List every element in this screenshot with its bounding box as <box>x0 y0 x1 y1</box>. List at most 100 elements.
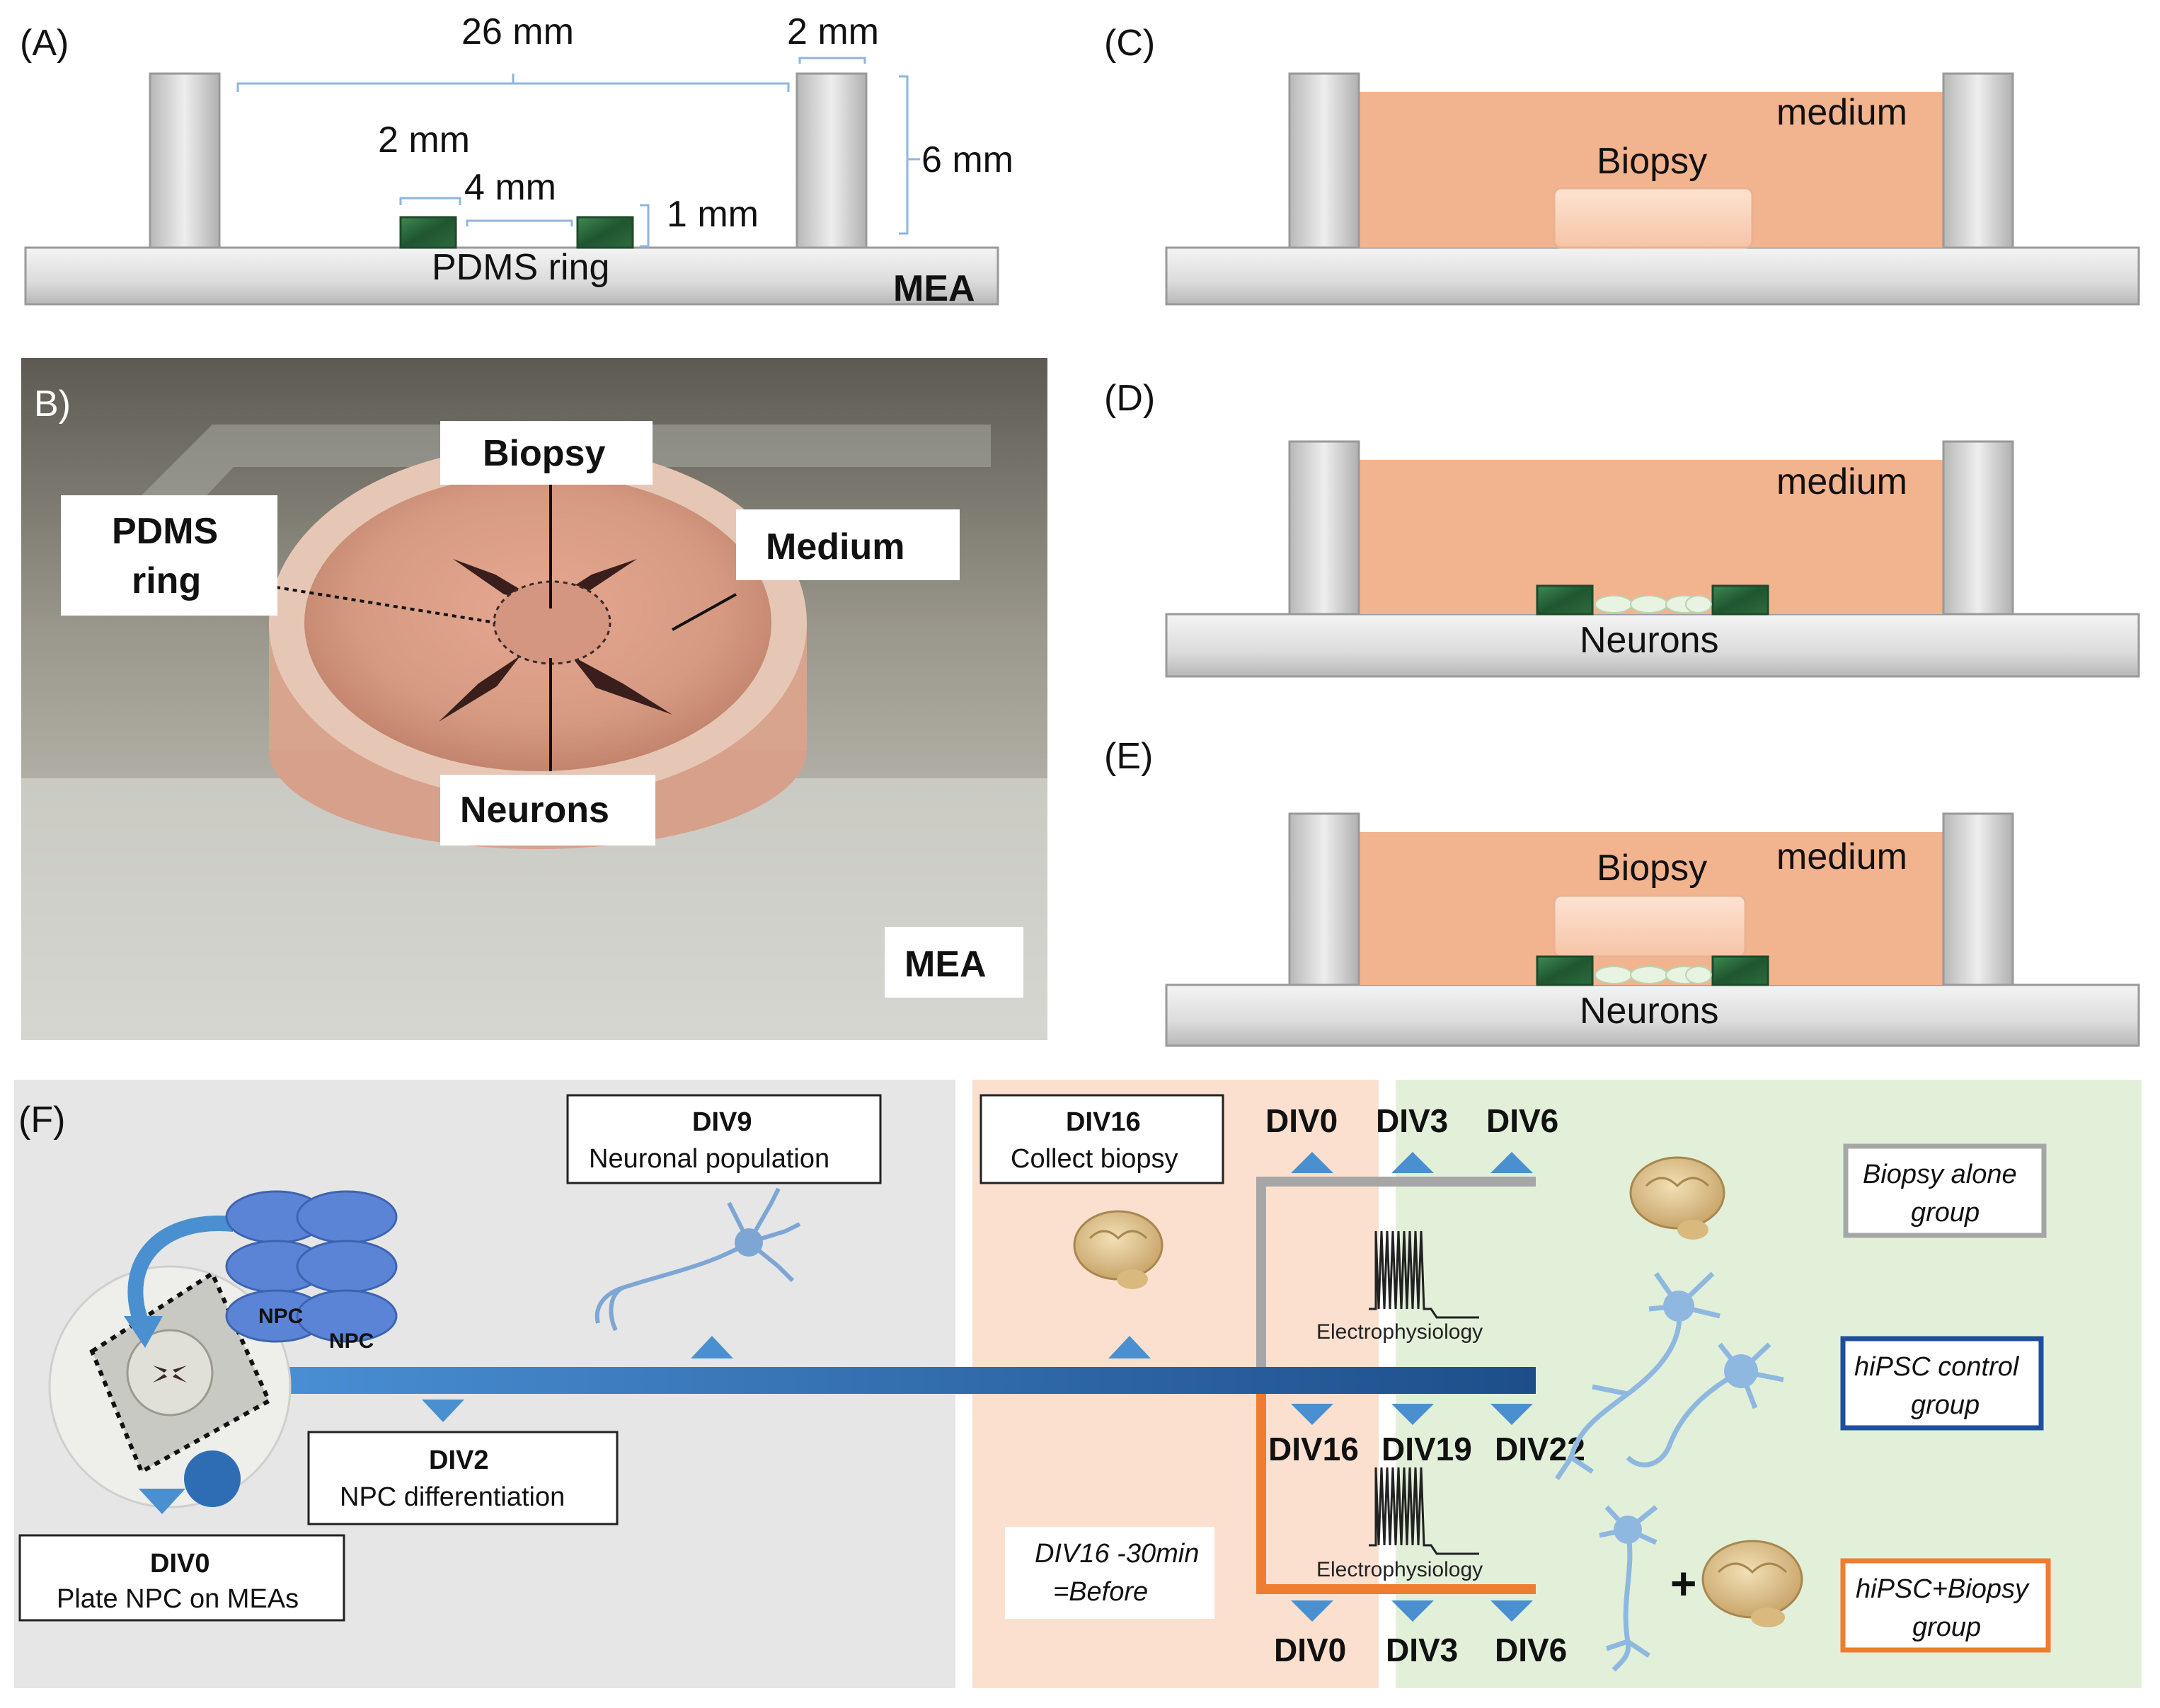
div9-title: DIV9 <box>692 1107 752 1137</box>
group-control-line2: group <box>1911 1390 1980 1420</box>
div2-box <box>307 1431 619 1525</box>
div2-title: DIV2 <box>429 1446 488 1475</box>
dimension-lines <box>236 57 920 248</box>
medium-label-e: medium <box>1776 836 1907 877</box>
npc-label-2: NPC <box>329 1329 374 1353</box>
biopsy-alone-branch <box>1256 1177 1536 1367</box>
panel-f-label: (F) <box>18 1100 65 1141</box>
dim-ring-wall: 2 mm <box>378 120 470 161</box>
biopsy-callout: Biopsy <box>483 433 605 474</box>
pdms-ring-right-e <box>1711 955 1769 986</box>
panel-d-label: (D) <box>1104 378 1155 419</box>
ephys-trace-bottom <box>1369 1467 1479 1555</box>
panel-c: (C) Biopsy medium <box>1104 23 2140 306</box>
div2-marker <box>422 1400 464 1422</box>
combined-branch <box>1256 1394 1536 1594</box>
bottom-day-2: DIV6 <box>1495 1632 1567 1668</box>
div16-text: Collect biopsy <box>1011 1144 1178 1174</box>
medium-label-c: medium <box>1776 92 1907 133</box>
right-wall <box>795 72 868 249</box>
dim-ring-gap: 4 mm <box>464 167 556 208</box>
neurons-label-e: Neurons <box>1580 991 1719 1032</box>
div16-box <box>980 1094 1224 1184</box>
div9-box <box>566 1094 882 1184</box>
medium-d <box>1359 460 1943 614</box>
mea-photo-label: MEA <box>904 944 987 985</box>
callout-lines <box>275 481 737 771</box>
ephys-label-top: Electrophysiology <box>1316 1320 1483 1344</box>
npc-cells <box>225 1190 398 1343</box>
neurons-label-d: Neurons <box>1580 620 1719 661</box>
biopsy-e <box>1553 894 1747 958</box>
div9-marker <box>691 1336 733 1358</box>
mid-day-0: DIV16 <box>1268 1431 1359 1467</box>
panel-f: (F) NPC NPC DIV0 Pl <box>14 1080 2142 1688</box>
biopsy-callout-box <box>440 421 653 485</box>
panel-a-label: (A) <box>20 23 69 64</box>
right-wall-e <box>1942 812 2014 986</box>
group-combined-line2: group <box>1912 1612 1981 1642</box>
top-day-0: DIV0 <box>1265 1102 1338 1139</box>
panel-d: (D) Neurons medium <box>1104 378 2140 678</box>
top-markers <box>1291 1152 1533 1173</box>
mea-base <box>24 246 999 306</box>
group-biopsy-alone-line2: group <box>1911 1198 1980 1228</box>
neurons-callout-box <box>440 775 655 846</box>
neurons-callout: Neurons <box>460 790 609 831</box>
div0-box <box>18 1534 345 1622</box>
ephys-label-bottom: Electrophysiology <box>1316 1558 1483 1581</box>
neuron-icon-control <box>1555 1271 1784 1480</box>
brain-icon-combined <box>1701 1540 1803 1627</box>
div9-text: Neuronal population <box>589 1144 829 1174</box>
npc-label-1: NPC <box>258 1305 303 1328</box>
div16-marker <box>1108 1336 1151 1358</box>
biopsy-label-e: Biopsy <box>1597 848 1707 889</box>
mea-callout-box <box>885 927 1023 998</box>
medium-label-d: medium <box>1776 461 1907 502</box>
neuron-icon-combined <box>1599 1505 1658 1672</box>
mid-markers <box>1291 1404 1533 1425</box>
mea-label: MEA <box>893 268 975 309</box>
bottom-markers <box>1291 1600 1533 1622</box>
pdms-ring-label: PDMS ring <box>432 247 609 288</box>
group-biopsy-alone-box <box>1843 1143 2047 1238</box>
mea-base-c <box>1165 246 2140 306</box>
pdms-ring-right-d <box>1711 584 1769 616</box>
group-combined-line1: hiPSC+Biopsy <box>1856 1574 2030 1604</box>
left-wall-e <box>1288 812 1360 986</box>
panel-e: (E) Biopsy medium Neurons <box>1104 736 2140 1047</box>
biopsy-label-c: Biopsy <box>1597 141 1707 182</box>
pdms-ring-left <box>399 216 457 249</box>
pdms-ring-left-e <box>1536 955 1594 986</box>
dim-wall: 2 mm <box>787 11 879 52</box>
neuron-cells-d <box>1595 595 1712 613</box>
pdms-callout-line2: ring <box>132 560 201 601</box>
left-wall <box>149 72 221 249</box>
ephys-trace-top <box>1369 1230 1479 1319</box>
before-line2: =Before <box>1053 1577 1148 1607</box>
group-combined-box <box>1840 1558 2051 1653</box>
div0-marker <box>139 1489 185 1514</box>
pdms-ring-right <box>576 216 634 249</box>
medium-callout: Medium <box>766 526 904 567</box>
panel-c-label: (C) <box>1104 23 1155 64</box>
dim-height: 6 mm <box>921 139 1013 180</box>
div16-title: DIV16 <box>1066 1107 1141 1137</box>
div0-text: Plate NPC on MEAs <box>57 1584 299 1614</box>
pdms-callout-box <box>61 495 277 616</box>
panel-e-label: (E) <box>1104 736 1153 777</box>
before-line1: DIV16 -30min <box>1035 1539 1199 1569</box>
left-wall-c <box>1288 72 1360 249</box>
brain-icon-biopsy-alone <box>1629 1156 1725 1240</box>
medium-callout-box <box>736 509 960 580</box>
top-day-2: DIV6 <box>1486 1102 1558 1139</box>
main-timeline <box>269 1367 1536 1394</box>
plate-arrow <box>127 1216 234 1326</box>
left-wall-d <box>1288 440 1360 616</box>
pdms-callout-line1: PDMS <box>112 511 218 552</box>
right-wall-d <box>1942 440 2014 616</box>
neuron-icon-div9 <box>594 1187 801 1332</box>
before-box <box>1005 1527 1214 1619</box>
dim-width: 26 mm <box>461 11 574 52</box>
